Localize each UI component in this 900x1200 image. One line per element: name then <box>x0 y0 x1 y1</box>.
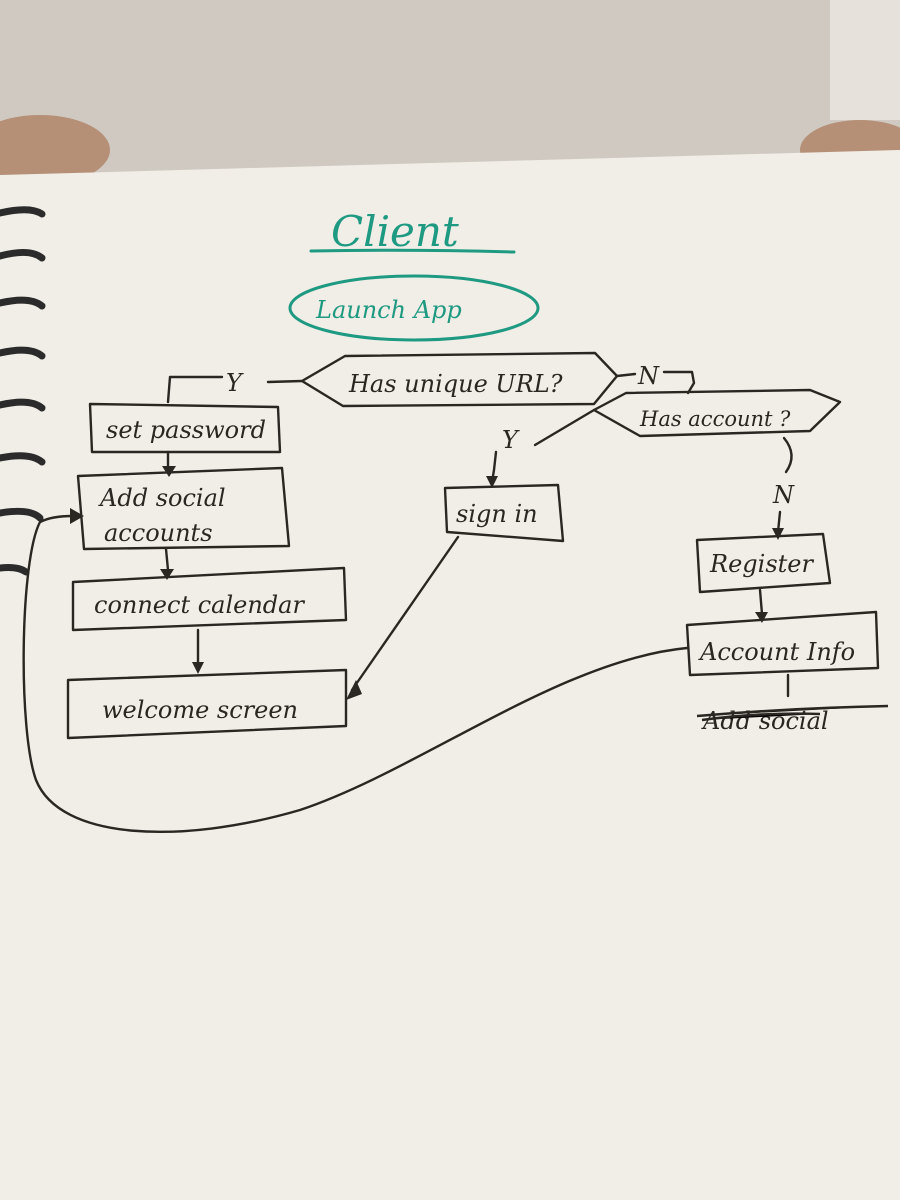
door-frame <box>830 0 900 120</box>
step-set-password-label: set password <box>106 416 266 444</box>
step-set-password: set password <box>88 402 282 454</box>
connector-social-to-calendar <box>164 547 170 572</box>
arrow-to-signin <box>486 476 498 488</box>
connector-no-to-account <box>662 370 696 395</box>
arrow-to-register <box>772 528 784 540</box>
left-hand <box>0 115 110 185</box>
label-yes-2: Y <box>502 426 520 454</box>
step-account-info-label: Account Info <box>698 638 855 666</box>
title-group: Client <box>309 207 516 256</box>
notebook-page <box>0 150 900 1200</box>
connector-signin-to-welcome <box>350 535 460 692</box>
arrow-to-welcome <box>192 662 204 674</box>
step-add-social-line2: accounts <box>104 519 213 547</box>
connector-account-yes <box>533 408 596 447</box>
connector-register-to-account-info <box>758 588 764 616</box>
arrow-to-calendar <box>160 569 174 580</box>
step-connect-calendar-label: connect calendar <box>94 591 305 619</box>
label-no-2: N <box>772 481 795 509</box>
step-account-info: Account Info <box>685 610 880 677</box>
step-sign-in: sign in <box>443 483 565 543</box>
step-welcome-screen: welcome screen <box>66 668 348 740</box>
title-underline <box>309 248 516 254</box>
step-connect-calendar: connect calendar <box>71 566 348 632</box>
connector-yes-to-password <box>166 375 224 404</box>
connector-url-no <box>615 372 637 378</box>
step-crossed-add-social: Add social <box>696 704 889 735</box>
start-label: Launch App <box>315 296 462 324</box>
decision-unique-url-label: Has unique URL? <box>348 370 563 398</box>
start-oval <box>288 274 540 342</box>
start-node: Launch App <box>288 274 540 342</box>
step-register-label: Register <box>709 550 814 578</box>
arrow-to-account-info <box>755 612 768 623</box>
arrow-loop-to-social <box>70 508 84 524</box>
step-add-social: Add social accounts <box>76 466 291 551</box>
title: Client <box>331 207 459 256</box>
arrow-signin-to-welcome <box>346 680 362 700</box>
connector-account-no <box>782 436 793 474</box>
decision-has-account-label: Has account ? <box>639 407 791 431</box>
label-no-1: N <box>637 362 660 390</box>
connector-url-yes <box>266 379 304 384</box>
strikethrough-line <box>696 704 889 718</box>
connector-account-info-to-social <box>22 514 689 834</box>
step-add-social-line1: Add social <box>98 484 226 512</box>
decision-has-account: Has account ? <box>592 388 842 438</box>
strikethrough-line-2 <box>701 712 821 722</box>
spiral-binding <box>0 206 46 576</box>
step-sign-in-label: sign in <box>456 500 538 528</box>
step-welcome-screen-label: welcome screen <box>102 696 298 724</box>
label-yes-1: Y <box>226 369 244 397</box>
step-register: Register <box>695 532 832 594</box>
